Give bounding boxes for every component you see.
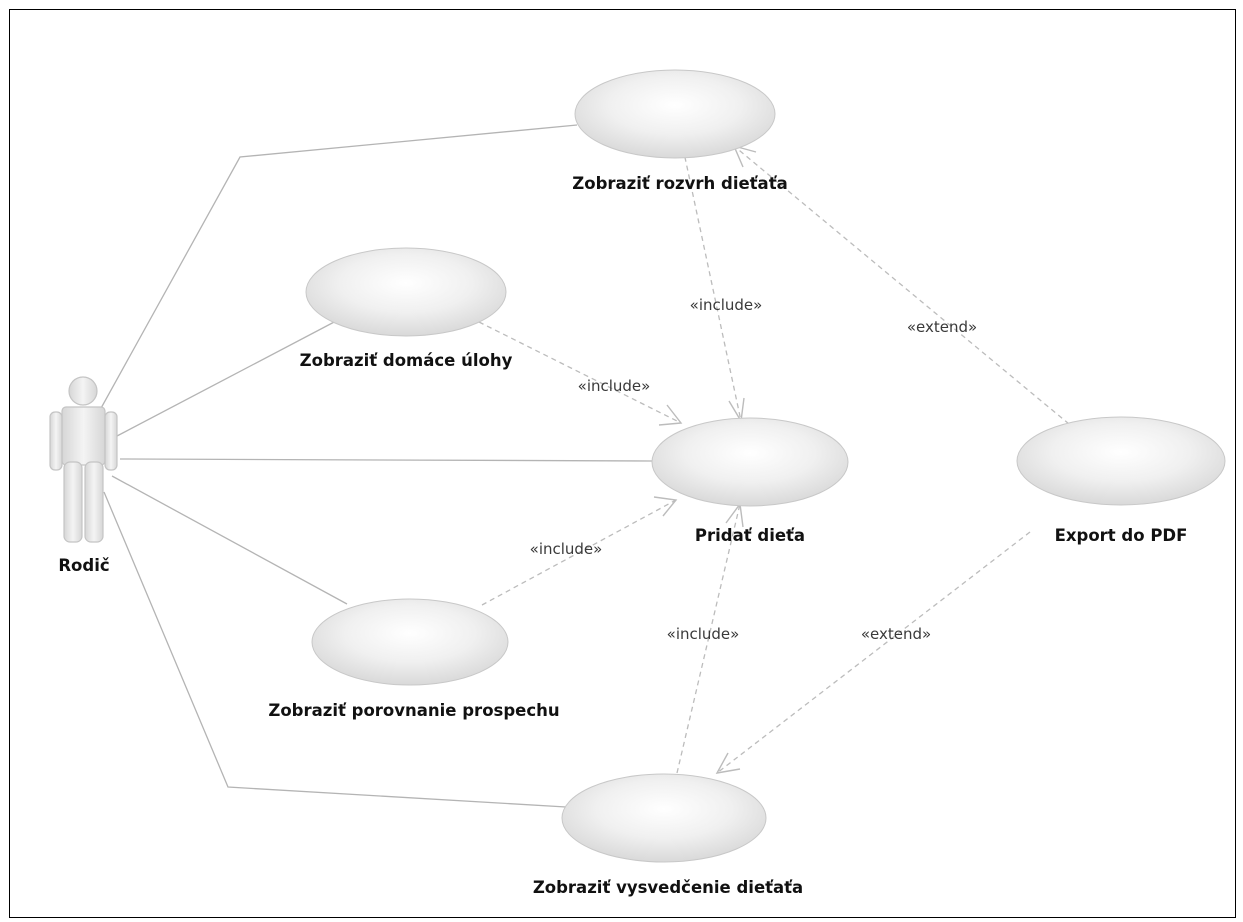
arrowhead-include-ulohy — [658, 404, 683, 426]
arrowhead-include-vysvedcenie — [725, 502, 744, 528]
use-case-ulohy[interactable]: Zobraziť domáce úlohy — [300, 247, 513, 370]
association-ulohy — [116, 319, 339, 437]
use-case-porovnanie[interactable]: Zobraziť porovnanie prospechu — [268, 598, 560, 720]
actor-icon — [49, 376, 118, 543]
use-case-ellipse — [305, 247, 507, 337]
use-case-label-pridat: Pridať dieťa — [695, 526, 805, 545]
use-case-label-ulohy: Zobraziť domáce úlohy — [300, 351, 513, 370]
use-case-label-export: Export do PDF — [1055, 526, 1188, 545]
use-case-label-porovnanie: Zobraziť porovnanie prospechu — [268, 701, 559, 720]
include-vysvedcenie-pridat — [676, 503, 741, 774]
stereotype-extend-rozvrh: «extend» — [907, 318, 977, 336]
stereotype-labels: «include» «include» «include» «include» … — [530, 296, 978, 643]
actor-label: Rodič — [58, 556, 109, 575]
extend-export-rozvrh — [733, 145, 1070, 425]
arrowhead-include-rozvrh — [728, 397, 745, 424]
include-ulohy-pridat — [478, 321, 682, 424]
stereotype-include-ulohy: «include» — [578, 377, 651, 395]
use-case-ellipse — [574, 69, 776, 159]
association-rozvrh — [99, 124, 578, 411]
diagram-frame — [9, 9, 1236, 918]
include-porovnanie-pridat — [481, 499, 677, 606]
use-case-export[interactable]: Export do PDF — [1016, 416, 1226, 545]
association-porovnanie — [111, 475, 348, 605]
arrowhead-include-porovnanie — [653, 496, 678, 517]
stereotype-include-vysvedcenie: «include» — [667, 625, 740, 643]
use-case-rozvrh[interactable]: Zobraziť rozvrh dieťaťa — [572, 69, 788, 193]
associations — [99, 124, 653, 808]
use-case-vysvedcenie[interactable]: Zobraziť vysvedčenie dieťaťa — [533, 773, 803, 897]
include-rozvrh-pridat — [682, 147, 742, 422]
dependencies — [478, 144, 1070, 774]
use-case-pridat[interactable]: Pridať dieťa — [651, 417, 849, 545]
actor-parent[interactable]: Rodič — [49, 376, 118, 575]
arrowhead-extend-rozvrh — [732, 144, 757, 168]
stereotype-include-rozvrh: «include» — [690, 296, 763, 314]
use-case-ellipse — [651, 417, 849, 507]
use-case-label-rozvrh: Zobraziť rozvrh dieťaťa — [572, 174, 787, 193]
association-vysvedcenie — [103, 491, 567, 808]
use-case-ellipse — [1016, 416, 1226, 506]
arrowhead-extend-vysvedcenie — [715, 752, 741, 774]
stereotype-extend-vysvedcenie: «extend» — [861, 625, 931, 643]
association-pridat — [119, 458, 653, 462]
use-case-label-vysvedcenie: Zobraziť vysvedčenie dieťaťa — [533, 878, 803, 897]
use-case-ellipse — [561, 773, 767, 863]
extend-export-vysvedcenie — [716, 531, 1031, 774]
stereotype-include-porovnanie: «include» — [530, 540, 603, 558]
use-case-ellipse — [311, 598, 509, 686]
